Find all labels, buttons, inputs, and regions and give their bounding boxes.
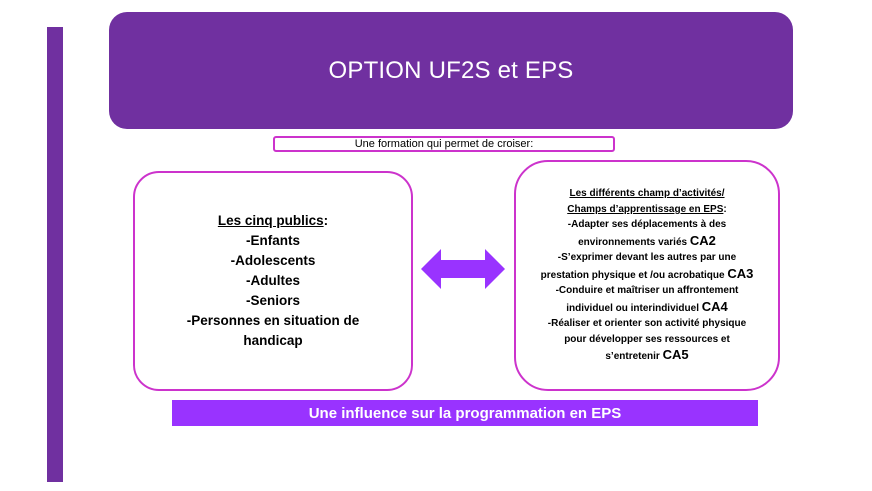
- subtitle-box: Une formation qui permet de croiser:: [273, 136, 615, 152]
- activity-line: -S’exprimer devant les autres par une: [558, 250, 736, 266]
- activities-heading-line2-wrap: Champs d’apprentissage en EPS:: [567, 202, 727, 218]
- publics-item: -Enfants: [246, 233, 300, 248]
- activity-line: individuel ou interindividuel CA4: [566, 299, 728, 317]
- activities-heading-line2: Champs d’apprentissage en EPS: [567, 203, 724, 215]
- activity-line-text: pour développer ses ressources et: [564, 333, 730, 345]
- activity-line: prestation physique et /ou acrobatique C…: [541, 266, 754, 284]
- activity-line: pour développer ses ressources et: [564, 332, 730, 348]
- page-title: OPTION UF2S et EPS: [328, 56, 574, 84]
- activity-code: CA3: [727, 265, 754, 281]
- publics-heading: Les cinq publics: [217, 213, 324, 228]
- activity-code: CA4: [701, 298, 728, 314]
- activity-line: -Conduire et maîtriser un affrontement: [556, 283, 739, 299]
- activity-line-text: environnements variés: [578, 236, 690, 248]
- activities-box: Les différents champ d’activités/ Champs…: [514, 160, 780, 391]
- title-banner: OPTION UF2S et EPS: [109, 12, 793, 129]
- double-arrow-icon: [421, 249, 505, 289]
- activity-code: CA2: [689, 232, 716, 248]
- activity-line-text: -S’exprimer devant les autres par une: [557, 252, 737, 264]
- publics-item: handicap: [243, 333, 303, 348]
- activities-heading-line1: Les différents champ d’activités/: [569, 188, 725, 200]
- activity-line-text: individuel ou interindividuel: [566, 302, 702, 314]
- subtitle-text: Une formation qui permet de croiser:: [354, 137, 534, 150]
- activity-line: environnements variés CA2: [578, 233, 716, 251]
- activity-line-text: -Réaliser et orienter son activité physi…: [547, 318, 747, 330]
- publics-heading-line: Les cinq publics:: [218, 211, 328, 231]
- activity-line: -Adapter ses déplacements à des: [568, 217, 726, 233]
- activity-code: CA5: [662, 347, 689, 363]
- left-accent-bar: [47, 27, 63, 482]
- publics-heading-colon: :: [323, 213, 329, 228]
- activity-line-text: s’entretenir: [605, 351, 663, 363]
- footer-text: Une influence sur la programmation en EP…: [308, 404, 622, 422]
- footer-banner: Une influence sur la programmation en EP…: [172, 400, 758, 426]
- activities-heading-colon: :: [723, 203, 727, 215]
- publics-item: -Adultes: [246, 273, 300, 288]
- activity-line-text: prestation physique et /ou acrobatique: [540, 269, 728, 281]
- activity-line: s’entretenir CA5: [605, 347, 688, 365]
- activity-line-text: -Adapter ses déplacements à des: [567, 219, 727, 231]
- publics-item: -Seniors: [245, 293, 300, 308]
- activity-line-text: -Conduire et maîtriser un affrontement: [555, 285, 739, 297]
- activity-line: -Réaliser et orienter son activité physi…: [548, 316, 746, 332]
- publics-box: Les cinq publics: -Enfants -Adolescents …: [133, 171, 413, 391]
- publics-item: -Adolescents: [230, 253, 316, 268]
- publics-item: -Personnes en situation de: [186, 313, 360, 328]
